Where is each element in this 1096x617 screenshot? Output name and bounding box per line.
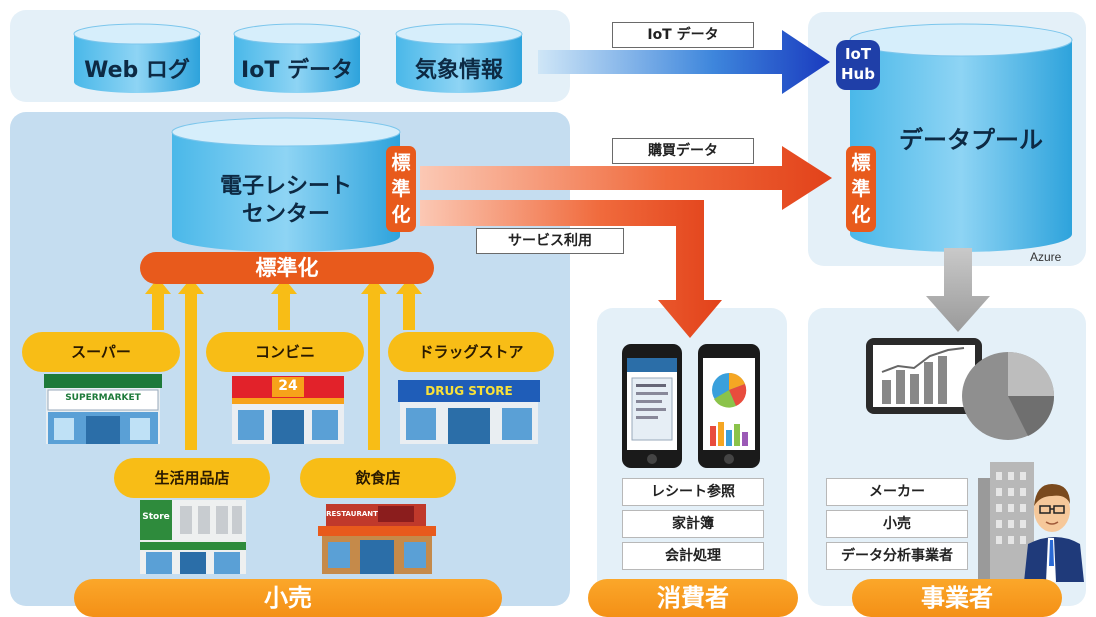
store-label-convenience: コンビニ xyxy=(206,332,364,372)
consumer-service-accounting: 会計処理 xyxy=(622,542,764,570)
store-label-drugstore: ドラッグストア xyxy=(388,332,554,372)
purchase-data-arrow xyxy=(420,146,832,210)
store-up-arrows xyxy=(145,278,422,450)
data-pool-label: データプール xyxy=(899,126,1043,154)
receipt-center-line2: センター xyxy=(241,202,330,227)
receipt-center-line1: 電子レシート xyxy=(219,174,352,199)
smartphones-illustration xyxy=(622,344,760,468)
household-store-building: Store xyxy=(140,500,246,574)
iot-data-arrow-label: IoT データ xyxy=(612,22,754,48)
standardize-tag-center: 標 準 化 xyxy=(386,146,416,232)
business-analytics-illustration xyxy=(866,338,1055,440)
standardize-bar: 標準化 xyxy=(140,252,434,284)
source-label: 気象情報 xyxy=(414,58,503,83)
standardize-char: 準 xyxy=(851,178,871,200)
purchase-data-arrow-label: 購買データ xyxy=(612,138,754,164)
source-cylinder-web-log: Web ログ xyxy=(72,22,202,94)
group-label-business: 事業者 xyxy=(852,579,1062,617)
business-type-retail: 小売 xyxy=(826,510,968,538)
source-label: IoT データ xyxy=(241,58,353,83)
convenience-building: 24 xyxy=(232,376,344,444)
household-store-sign: Store xyxy=(142,512,170,522)
store-label-restaurant: 飲食店 xyxy=(300,458,456,498)
standardize-char: 標 xyxy=(391,152,411,174)
group-label-consumer: 消費者 xyxy=(588,579,798,617)
convenience-sign: 24 xyxy=(278,378,298,394)
businessman-illustration xyxy=(978,462,1084,582)
iot-data-arrow xyxy=(538,30,830,94)
source-cylinder-weather: 気象情報 xyxy=(394,22,524,94)
drugstore-building: DRUG STORE xyxy=(398,380,540,444)
store-label-supermarket: スーパー xyxy=(22,332,180,372)
business-type-data-analytics: データ分析事業者 xyxy=(826,542,968,570)
supermarket-sign: SUPERMARKET xyxy=(65,393,141,403)
standardize-char: 準 xyxy=(391,178,411,200)
standardize-char: 化 xyxy=(391,204,411,226)
store-label-household: 生活用品店 xyxy=(114,458,270,498)
business-type-manufacturer: メーカー xyxy=(826,478,968,506)
azure-label: Azure xyxy=(1030,250,1062,264)
receipt-center-cylinder: 電子レシート センター xyxy=(170,116,402,254)
source-cylinder-iot-data: IoT データ xyxy=(232,22,362,94)
standardize-char: 化 xyxy=(851,204,871,226)
consumer-service-household-book: 家計簿 xyxy=(622,510,764,538)
service-usage-arrow-label: サービス利用 xyxy=(476,228,624,254)
iot-hub-line1: IoT xyxy=(844,45,872,63)
consumer-service-receipt: レシート参照 xyxy=(622,478,764,506)
data-pool-cylinder: データプール xyxy=(848,22,1074,254)
supermarket-building: SUPERMARKET xyxy=(44,374,162,444)
standardize-tag-pool: 標 準 化 xyxy=(846,146,876,232)
group-label-retail: 小売 xyxy=(74,579,502,617)
pool-to-business-arrow xyxy=(926,248,990,332)
standardize-char: 標 xyxy=(851,152,871,174)
restaurant-sign: RESTAURANT xyxy=(326,510,378,518)
iot-hub-badge: IoT Hub xyxy=(836,40,880,90)
source-label: Web ログ xyxy=(84,58,190,83)
restaurant-building: RESTAURANT xyxy=(318,504,436,574)
drugstore-sign: DRUG STORE xyxy=(425,384,513,398)
service-usage-arrow xyxy=(420,200,722,338)
iot-hub-line2: Hub xyxy=(841,65,875,83)
